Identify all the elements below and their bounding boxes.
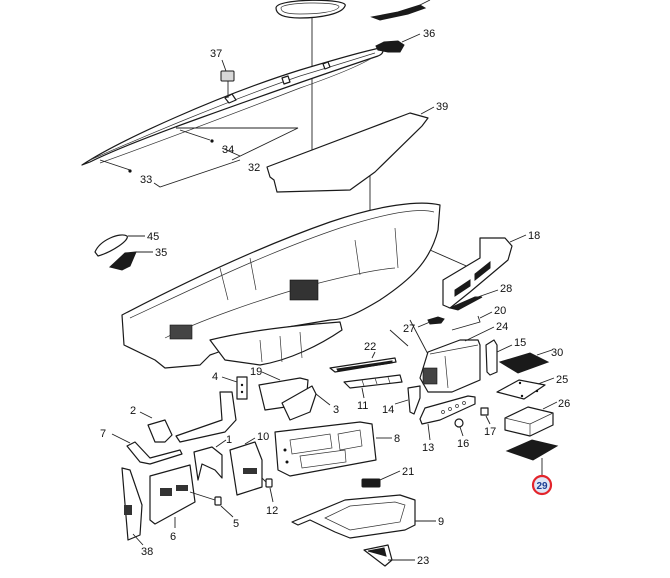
callout-21: 21 — [402, 466, 414, 478]
part-trim-top-right — [370, 0, 431, 21]
callout-20: 20 — [494, 305, 506, 317]
part-12 — [261, 477, 274, 503]
callout-17: 17 — [484, 426, 496, 438]
part-20 — [451, 311, 493, 331]
part-8-cluster — [274, 421, 392, 477]
callout-36: 36 — [423, 28, 435, 40]
callout-38: 38 — [141, 546, 153, 558]
part-18-vent — [442, 234, 527, 309]
callout-8: 8 — [394, 433, 400, 445]
callout-25: 25 — [556, 374, 568, 386]
part-21 — [361, 470, 401, 488]
part-5 — [189, 491, 234, 518]
part-bracket-center — [175, 391, 237, 443]
callout-9: 9 — [438, 516, 444, 528]
part-16-knob — [454, 418, 464, 437]
callout-16: 16 — [457, 438, 469, 450]
leader-22-link — [389, 329, 409, 347]
callout-27: 27 — [403, 323, 415, 335]
callout-32: 32 — [248, 162, 260, 174]
callout-11: 11 — [357, 400, 368, 412]
callout-39: 39 — [436, 101, 448, 113]
part-36-bracket — [375, 33, 421, 53]
part-45 — [94, 234, 145, 257]
part-3 — [281, 385, 331, 421]
part-35 — [108, 251, 153, 271]
part-38 — [121, 467, 144, 546]
part-15 — [485, 339, 513, 376]
callout-18: 18 — [528, 230, 540, 242]
part-17 — [480, 407, 491, 425]
callout-26: 26 — [558, 398, 570, 410]
callout-2: 2 — [130, 405, 136, 417]
callout-29[interactable]: 29 — [536, 481, 548, 492]
part-4 — [221, 376, 248, 400]
callout-19: 19 — [250, 366, 262, 378]
part-6 — [149, 464, 196, 528]
part-1 — [193, 439, 227, 481]
part-windshield-seal — [275, 0, 346, 19]
part-13-bezel — [419, 395, 476, 441]
part-10 — [229, 437, 263, 496]
callout-1: 1 — [226, 434, 232, 446]
part-22-vent — [329, 351, 397, 373]
callout-7: 7 — [100, 428, 106, 440]
callout-10: 10 — [257, 431, 269, 443]
part-30-filter — [498, 349, 553, 374]
callout-33: 33 — [140, 174, 152, 186]
part-37-clip — [220, 59, 235, 98]
part-9-console-trim — [291, 494, 436, 539]
part-11-switches — [343, 374, 403, 399]
callout-37: 37 — [210, 48, 222, 60]
callout-24: 24 — [496, 321, 508, 333]
callout-34: 34 — [222, 144, 234, 156]
leaders-32-33-34 — [99, 127, 299, 188]
leader-24-link — [409, 319, 431, 359]
callout-28: 28 — [500, 283, 512, 295]
part-24-console — [419, 326, 495, 393]
callout-3: 3 — [333, 404, 339, 416]
callout-23: 23 — [417, 555, 429, 567]
part-25-plate — [496, 377, 555, 400]
part-26-box — [504, 401, 558, 437]
part-29-filter — [505, 439, 559, 477]
callout-6: 6 — [170, 531, 176, 543]
callout-29-highlighted[interactable]: 29 — [531, 474, 553, 496]
part-instrument-panel-carrier — [121, 202, 441, 369]
callout-45: 45 — [147, 231, 159, 243]
part-27 — [417, 316, 445, 328]
part-23 — [363, 544, 415, 567]
callout-5: 5 — [233, 518, 239, 530]
callout-30: 30 — [551, 347, 563, 359]
callout-12: 12 — [266, 505, 278, 517]
part-7 — [111, 433, 183, 465]
callout-35: 35 — [155, 247, 167, 259]
part-28 — [448, 289, 499, 311]
part-2 — [139, 411, 173, 443]
callout-15: 15 — [514, 337, 526, 349]
part-upper-dash-pad — [81, 47, 384, 166]
callout-22: 22 — [364, 341, 376, 353]
callout-4: 4 — [212, 371, 218, 383]
callout-13: 13 — [422, 442, 434, 454]
callout-14: 14 — [382, 404, 394, 416]
part-14 — [394, 385, 421, 415]
